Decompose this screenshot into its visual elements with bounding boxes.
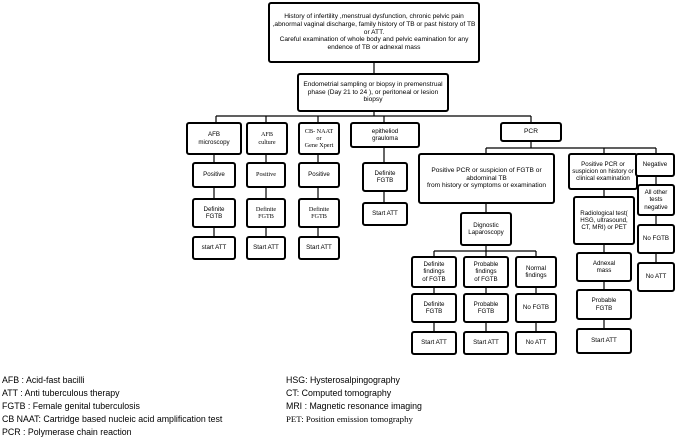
- start-att-3: Start ATT: [298, 236, 340, 260]
- start-att-5: Start ATT: [411, 331, 457, 355]
- definite-fgtb-4: Definite FGTB: [362, 162, 408, 192]
- start-att-2: Start ATT: [246, 236, 286, 260]
- start-att-6: Start ATT: [463, 331, 509, 355]
- legend-mri: MRI : Magnetic resonance imaging: [286, 401, 422, 411]
- positive-afb-micro: Positive: [192, 162, 236, 188]
- no-att-2: No ATT: [637, 262, 675, 292]
- legend-left: AFB : Acid-fast bacilli ATT : Anti tuber…: [2, 374, 222, 439]
- probable-fgtb-1: Probable FGTB: [463, 293, 509, 323]
- probable-fgtb-2: Probable FGTB: [576, 289, 632, 320]
- positive-cbnaat: Positive: [298, 162, 340, 188]
- start-att-7: Start ATT: [576, 328, 632, 354]
- pcr-box: PCR: [500, 122, 562, 142]
- legend-afb: AFB : Acid-fast bacilli: [2, 375, 85, 385]
- negative-box: Negative: [635, 153, 675, 177]
- afb-culture-box: AFB culture: [246, 122, 288, 155]
- legend-att: ATT : Anti tuberculous therapy: [2, 388, 120, 398]
- afb-microscopy-box: AFB microscopy: [186, 122, 242, 155]
- endometrial-sampling-box: Endometrial sampling or biopsy in premen…: [297, 73, 449, 112]
- normal-findings-box: Normal findings: [515, 256, 557, 288]
- start-att-1: start ATT: [192, 236, 236, 260]
- definite-fgtb-3: Definite FGTB: [298, 198, 340, 228]
- no-fgtb-1: No FGTB: [515, 293, 557, 323]
- radiological-test-box: Radiological test( HSG, ultrasound, CT, …: [573, 196, 635, 245]
- legend-ct: CT: Computed tomography: [286, 388, 392, 398]
- legend-hsg: HSG: Hysterosalpingography: [286, 375, 400, 385]
- history-box: History of infertility ,menstrual dysfun…: [268, 2, 480, 63]
- definite-fgtb-5: Definite FGTB: [411, 293, 457, 323]
- legend-cbnaat: CB NAAT: Cartridge based nucleic acid am…: [2, 414, 223, 424]
- legend-pet: PET: Position emission tomography: [286, 414, 413, 424]
- positive-afb-culture: Positive: [246, 162, 286, 188]
- legend-right: HSG: Hysterosalpingography CT: Computed …: [286, 374, 422, 426]
- definite-findings-box: Definite findings of FGTB: [411, 256, 457, 288]
- definite-fgtb-1: Definite FGTB: [192, 198, 236, 228]
- definite-fgtb-2: Definite FGTB: [246, 198, 286, 228]
- probable-findings-box: Probable findings of FGTB: [463, 256, 509, 288]
- cbnaat-box: CB- NAAT or Gene Xpert: [298, 122, 340, 155]
- epithelioid-granuloma-box: epitheliod grauloma: [350, 122, 420, 148]
- start-att-4: Start ATT: [362, 202, 408, 226]
- positive-pcr-abdominal-box: Positive PCR or suspicion of FGTB or abd…: [418, 153, 555, 204]
- no-att-1: No ATT: [515, 331, 557, 355]
- no-fgtb-2: No FGTB: [637, 224, 675, 254]
- positive-pcr-clinical-box: Positive PCR or suspicion on history or …: [568, 153, 638, 190]
- legend-pcr: PCR : Polymerase chain reaction: [2, 427, 132, 437]
- all-tests-negative-box: All other tests negative: [637, 184, 675, 216]
- diagnostic-laparoscopy-box: Dignostic Laparoscopy: [460, 212, 512, 246]
- adnexal-mass-box: Adnexal mass: [576, 252, 632, 282]
- legend-fgtb: FGTB : Female genital tuberculosis: [2, 401, 140, 411]
